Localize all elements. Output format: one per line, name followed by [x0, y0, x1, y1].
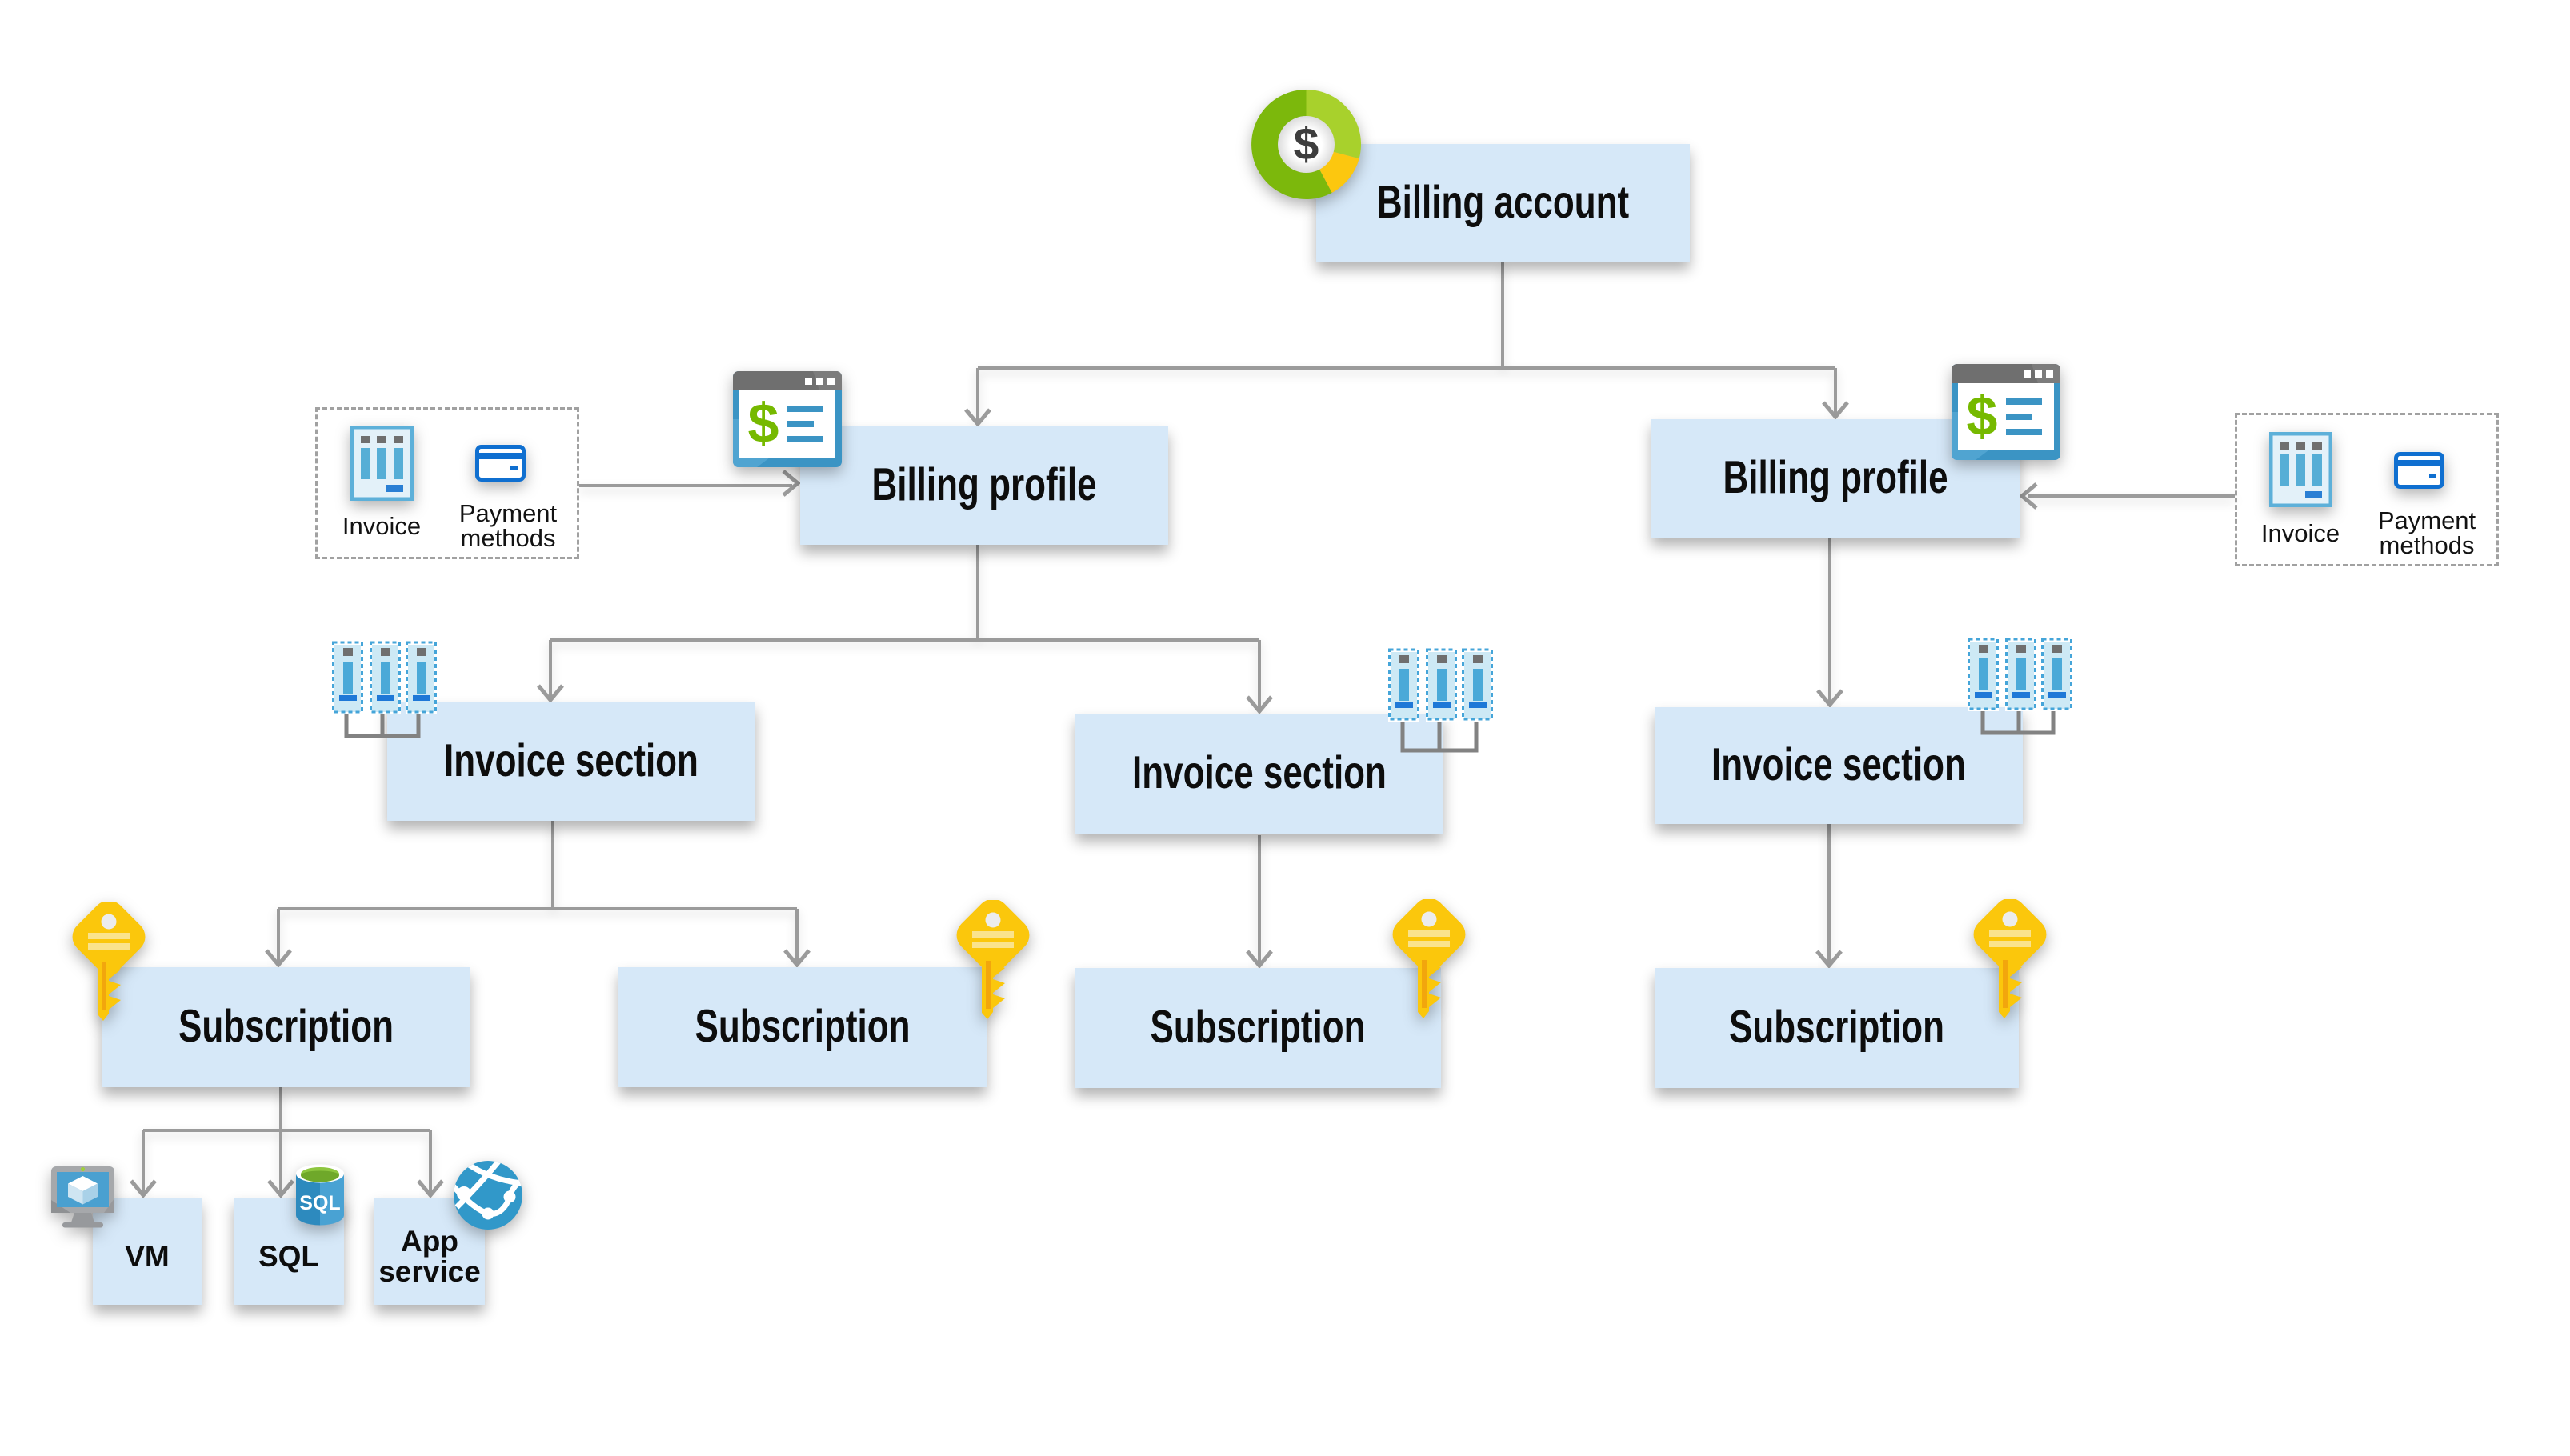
- svg-text:SQL: SQL: [299, 1192, 340, 1214]
- svg-text:$: $: [1967, 385, 1998, 447]
- svg-text:$: $: [748, 392, 779, 454]
- svg-text:$: $: [1294, 119, 1319, 170]
